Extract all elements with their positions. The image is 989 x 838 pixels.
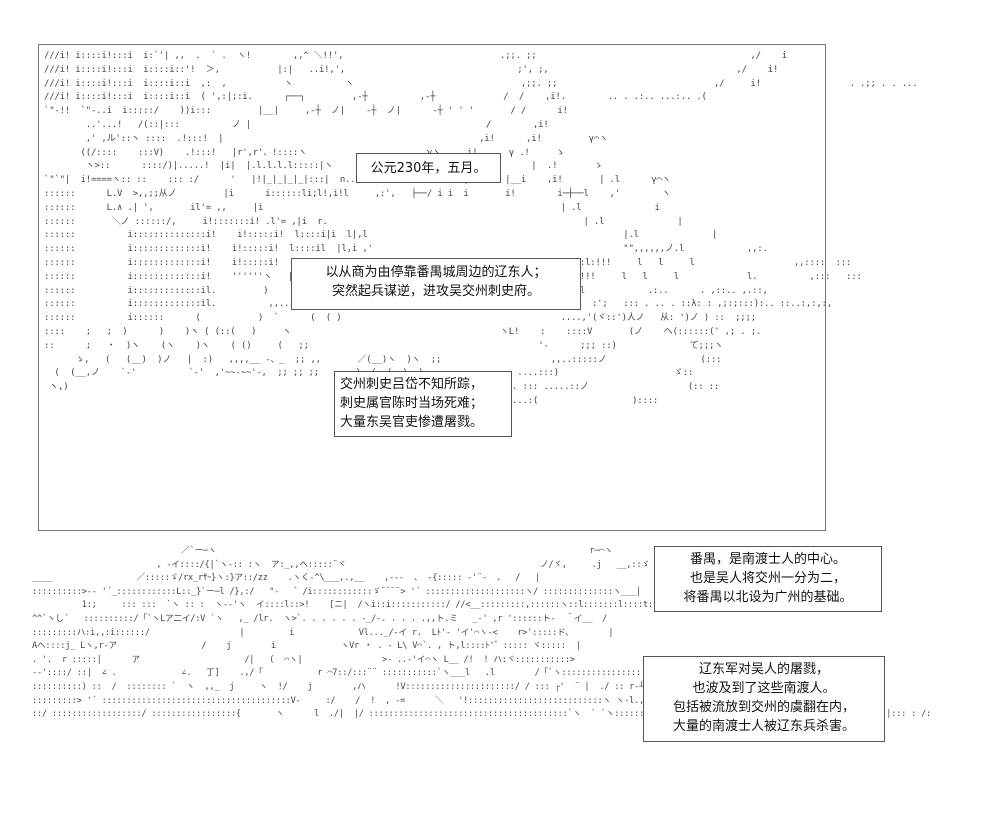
caption-revolt: 以从商为由停靠番禺城周边的辽东人； 突然起兵谋逆，进攻吴交州刺史府。 [291, 258, 581, 310]
caption-massacre: 辽东军对吴人的屠戮， 也波及到了这些南渡人。 包括被流放到交州的虞翻在内， 大量… [643, 656, 885, 742]
bottom-panel-ascii-art: ／`ー─ヽ r─⌒ヽ , -イ::::/{|`ヽ-:: :ヽ ア:_,,ヘ:::… [32, 546, 932, 720]
caption-panyu: 番禺，是南渡士人的中心。 也是吴人将交州一分为二， 将番禺以北设为广州的基础。 [654, 546, 882, 612]
top-panel-ascii-art: ///i! i::::i!:::i i:`'| ,, . ` . ヽ! ,,^ … [44, 51, 918, 406]
caption-fate: 交州刺史吕岱不知所踪， 刺史属官陈时当场死难； 大量东吴官吏惨遭屠戮。 [334, 371, 512, 437]
caption-date: 公元230年，五月。 [356, 153, 501, 183]
